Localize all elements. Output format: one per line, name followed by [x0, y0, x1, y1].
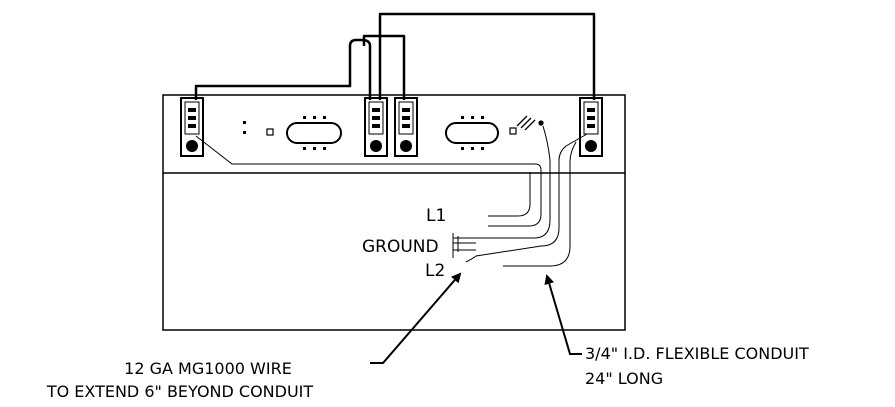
panel-square-right — [509, 127, 517, 135]
label-ground: GROUND — [362, 237, 439, 257]
flexible-conduit — [488, 141, 577, 267]
wire-callout-leader — [370, 272, 462, 364]
conduit-callout-leader — [544, 274, 582, 355]
panel-dots — [243, 121, 246, 134]
terminal-block-3 — [394, 97, 418, 157]
conduit-callout-line2: 24" LONG — [585, 369, 663, 388]
oval-slot-right — [445, 116, 499, 150]
wire-callout-line1: 12 GA MG1000 WIRE — [124, 359, 292, 378]
label-l2: L2 — [425, 261, 445, 281]
oval-slot-left — [286, 116, 342, 150]
wire-callout-line2: TO EXTEND 6" BEYOND CONDUIT — [46, 382, 314, 401]
panel-square-left — [266, 128, 274, 136]
terminal-block-2 — [364, 97, 388, 157]
internal-leads — [195, 125, 588, 263]
jumper-wires — [194, 12, 596, 100]
terminal-block-1 — [180, 97, 204, 157]
terminal-block-4 — [579, 97, 603, 157]
label-l1: L1 — [426, 206, 446, 226]
ground-symbol — [516, 115, 544, 131]
conduit-callout-line1: 3/4" I.D. FLEXIBLE CONDUIT — [585, 344, 809, 363]
wire-ends — [452, 225, 503, 258]
